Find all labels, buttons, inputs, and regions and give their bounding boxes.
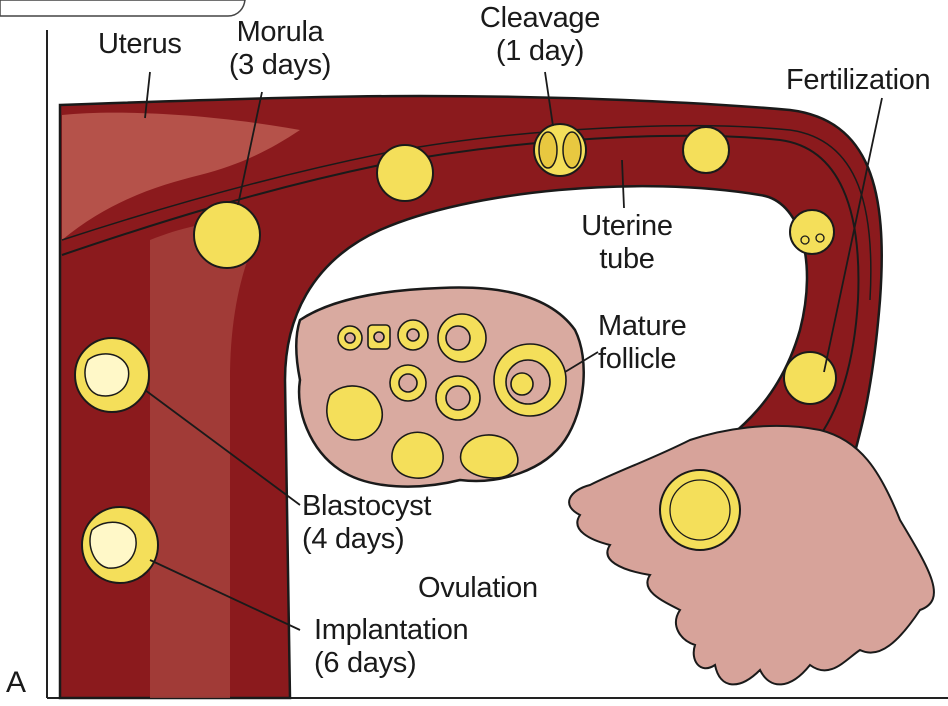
mature-follicle-label-line2: follicle	[598, 343, 686, 376]
ovulated-oocyte	[660, 470, 740, 550]
corpus-2	[392, 432, 443, 478]
uterus-label: Uterus	[98, 28, 182, 61]
morula-label: Morula (3 days)	[220, 16, 340, 82]
corpus-3	[461, 435, 518, 478]
panel-letter: A	[6, 666, 26, 699]
uterine-tube-label-line2: tube	[572, 243, 682, 276]
fimbriae	[569, 426, 934, 685]
fertilization-label: Fertilization	[786, 64, 930, 97]
morula-label-line2: (3 days)	[220, 49, 340, 82]
cleavage-label: Cleavage (1 day)	[470, 2, 610, 68]
morula-label-line1: Morula	[220, 16, 340, 49]
uterine-tube-label: Uterine tube	[572, 210, 682, 276]
ovulation-label: Ovulation	[418, 572, 538, 605]
cleavage-label-line2: (1 day)	[470, 35, 610, 68]
corpus-1	[327, 386, 382, 440]
cleavage-label-line1: Cleavage	[470, 2, 610, 35]
morula	[194, 202, 260, 268]
blastocyst-label-line1: Blastocyst	[302, 490, 431, 523]
implantation-label: Implantation (6 days)	[314, 614, 468, 680]
two-pronuclei-cell	[790, 210, 834, 254]
blastocyst-label: Blastocyst (4 days)	[302, 490, 431, 556]
implantation-label-line1: Implantation	[314, 614, 468, 647]
mature-follicle-label-line1: Mature	[598, 310, 686, 343]
blastocyst-label-line2: (4 days)	[302, 523, 431, 556]
oocyte-tube	[683, 127, 729, 173]
zygote	[784, 352, 836, 404]
uterine-tube-label-line1: Uterine	[572, 210, 682, 243]
morula-small	[377, 145, 433, 201]
header-tab	[0, 0, 245, 16]
mature-follicle-label: Mature follicle	[598, 310, 686, 376]
implantation-label-line2: (6 days)	[314, 647, 468, 680]
